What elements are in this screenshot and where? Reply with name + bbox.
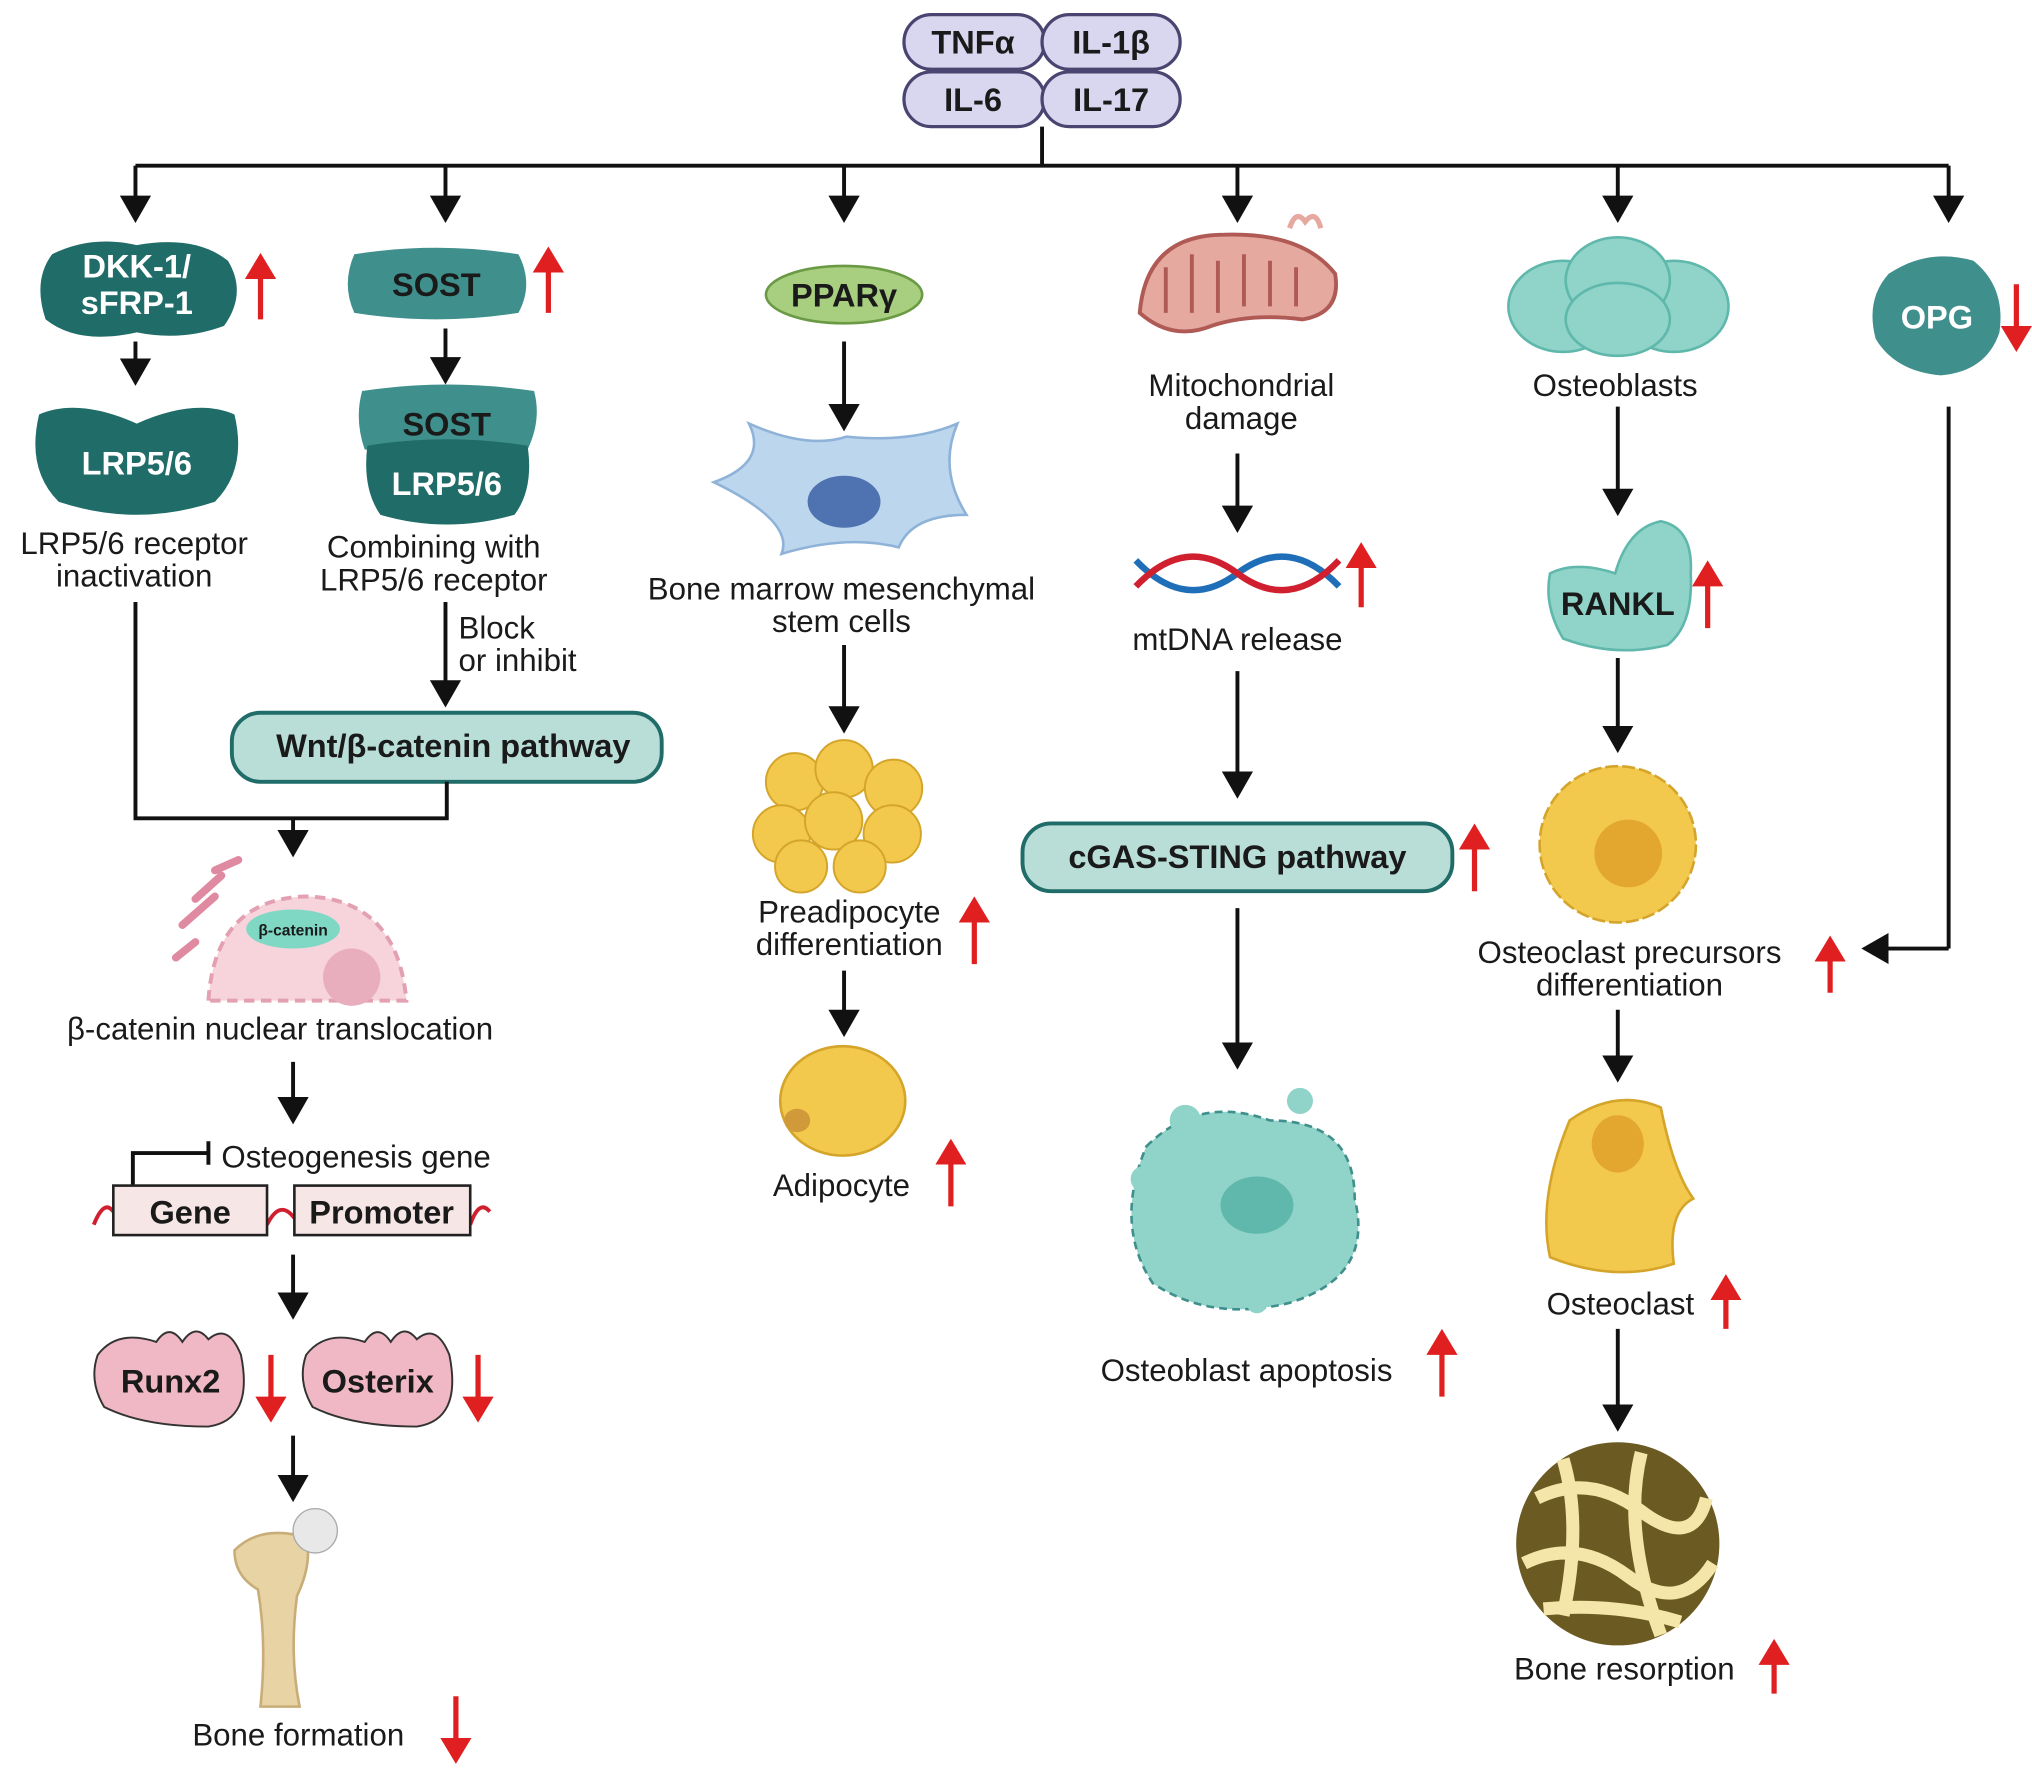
dkk1-label: DKK-1/ (83, 249, 191, 285)
dna-helix-icon (1133, 553, 1342, 594)
osteoclast-precursor-icon (1538, 764, 1698, 924)
combining-text-1: Combining with (327, 530, 541, 565)
adipocyte-icon (778, 1044, 907, 1157)
osteoclast-icon (1545, 1098, 1696, 1274)
pparg-label: PPARγ (791, 277, 897, 313)
bone-formation-text: Bone formation (192, 1718, 404, 1753)
msc-text-2: stem cells (772, 604, 911, 639)
apoptotic-osteoblast-icon (1130, 1087, 1360, 1314)
adipocyte-text: Adipocyte (773, 1168, 910, 1203)
mtdna-text: mtDNA release (1132, 622, 1342, 657)
mesenchymal-stem-cell-icon (710, 420, 969, 556)
sost-lrp-complex-icon (358, 384, 537, 450)
sfrp1-label: sFRP-1 (81, 285, 193, 321)
wnt-pathway-label: Wnt/β-catenin pathway (276, 728, 630, 764)
combining-text-2: LRP5/6 receptor (320, 562, 548, 597)
pparg-icon (764, 264, 924, 325)
gene-label: Gene (149, 1194, 230, 1230)
apoptosis-text: Osteoblast apoptosis (1101, 1353, 1393, 1388)
rankl-label: RANKL (1561, 586, 1675, 622)
block-text-1: Block (459, 611, 536, 646)
cytokine-tnfa: TNFα (931, 25, 1014, 61)
inhibition-line (130, 1141, 211, 1186)
sost-protein-icon (347, 247, 527, 320)
lrp56-label: LRP5/6 (82, 445, 192, 481)
bone-resorption-text: Bone resorption (1514, 1651, 1735, 1686)
block-text-2: or inhibit (459, 643, 577, 678)
precursors-text-1: Osteoclast precursors (1478, 935, 1782, 970)
lrp56-receptor-icon (35, 407, 239, 515)
beta-catenin-translocation-text: β-catenin nuclear translocation (67, 1012, 493, 1047)
osteogenesis-gene-text: Osteogenesis gene (221, 1139, 490, 1174)
preadipocyte-text-2: differentiation (756, 927, 943, 962)
cgas-sting-label: cGAS-STING pathway (1068, 839, 1406, 875)
lrp-inactivation-text-1: LRP5/6 receptor (20, 526, 248, 561)
mito-text-2: damage (1185, 401, 1298, 436)
runx2-protein-icon (93, 1330, 245, 1428)
precursors-text-2: differentiation (1536, 967, 1723, 1002)
bone-resorption-icon (1516, 1442, 1720, 1646)
osteoclast-text: Osteoclast (1547, 1287, 1695, 1322)
promoter-label: Promoter (309, 1194, 454, 1230)
preadipocyte-text-1: Preadipocyte (758, 894, 940, 929)
osterix-protein-icon (301, 1330, 454, 1428)
gene-box (112, 1184, 269, 1237)
beta-catenin-nucleus-label: β-catenin (258, 922, 327, 939)
preadipocyte-cluster-icon (751, 739, 924, 894)
complex-sost-label: SOST (402, 406, 491, 442)
osterix-label: Osterix (322, 1364, 434, 1400)
cytokine-il6: IL-6 (944, 82, 1002, 118)
cytokine-cluster (902, 12, 1182, 129)
cytokine-il17: IL-17 (1073, 82, 1149, 118)
dna-strand-icon (91, 1205, 492, 1226)
rankl-protein-icon (1547, 519, 1693, 652)
branch-connectors (119, 126, 1965, 223)
osteoblasts-icon (1507, 236, 1730, 358)
osteoblasts-text: Osteoblasts (1533, 368, 1698, 403)
dkk1-sfrp1-protein-icon (40, 241, 237, 337)
cytokine-il1b: IL-1β (1072, 25, 1150, 61)
lrp-inactivation-text-2: inactivation (56, 558, 212, 593)
lrp56-complex-receptor-icon (366, 439, 530, 525)
cgas-sting-pathway-box (1020, 821, 1455, 894)
promoter-box (293, 1184, 472, 1237)
msc-text-1: Bone marrow mesenchymal (648, 571, 1035, 606)
opg-protein-icon (1872, 256, 2001, 376)
opg-label: OPG (1901, 300, 1973, 336)
sost-label: SOST (392, 267, 481, 303)
complex-lrp-label: LRP5/6 (392, 466, 502, 502)
beta-catenin-nucleus-icon (171, 856, 409, 1006)
mitochondria-icon (1137, 213, 1338, 334)
femur-bone-icon (233, 1507, 339, 1708)
runx2-label: Runx2 (121, 1364, 220, 1400)
mito-text-1: Mitochondrial (1148, 368, 1334, 403)
